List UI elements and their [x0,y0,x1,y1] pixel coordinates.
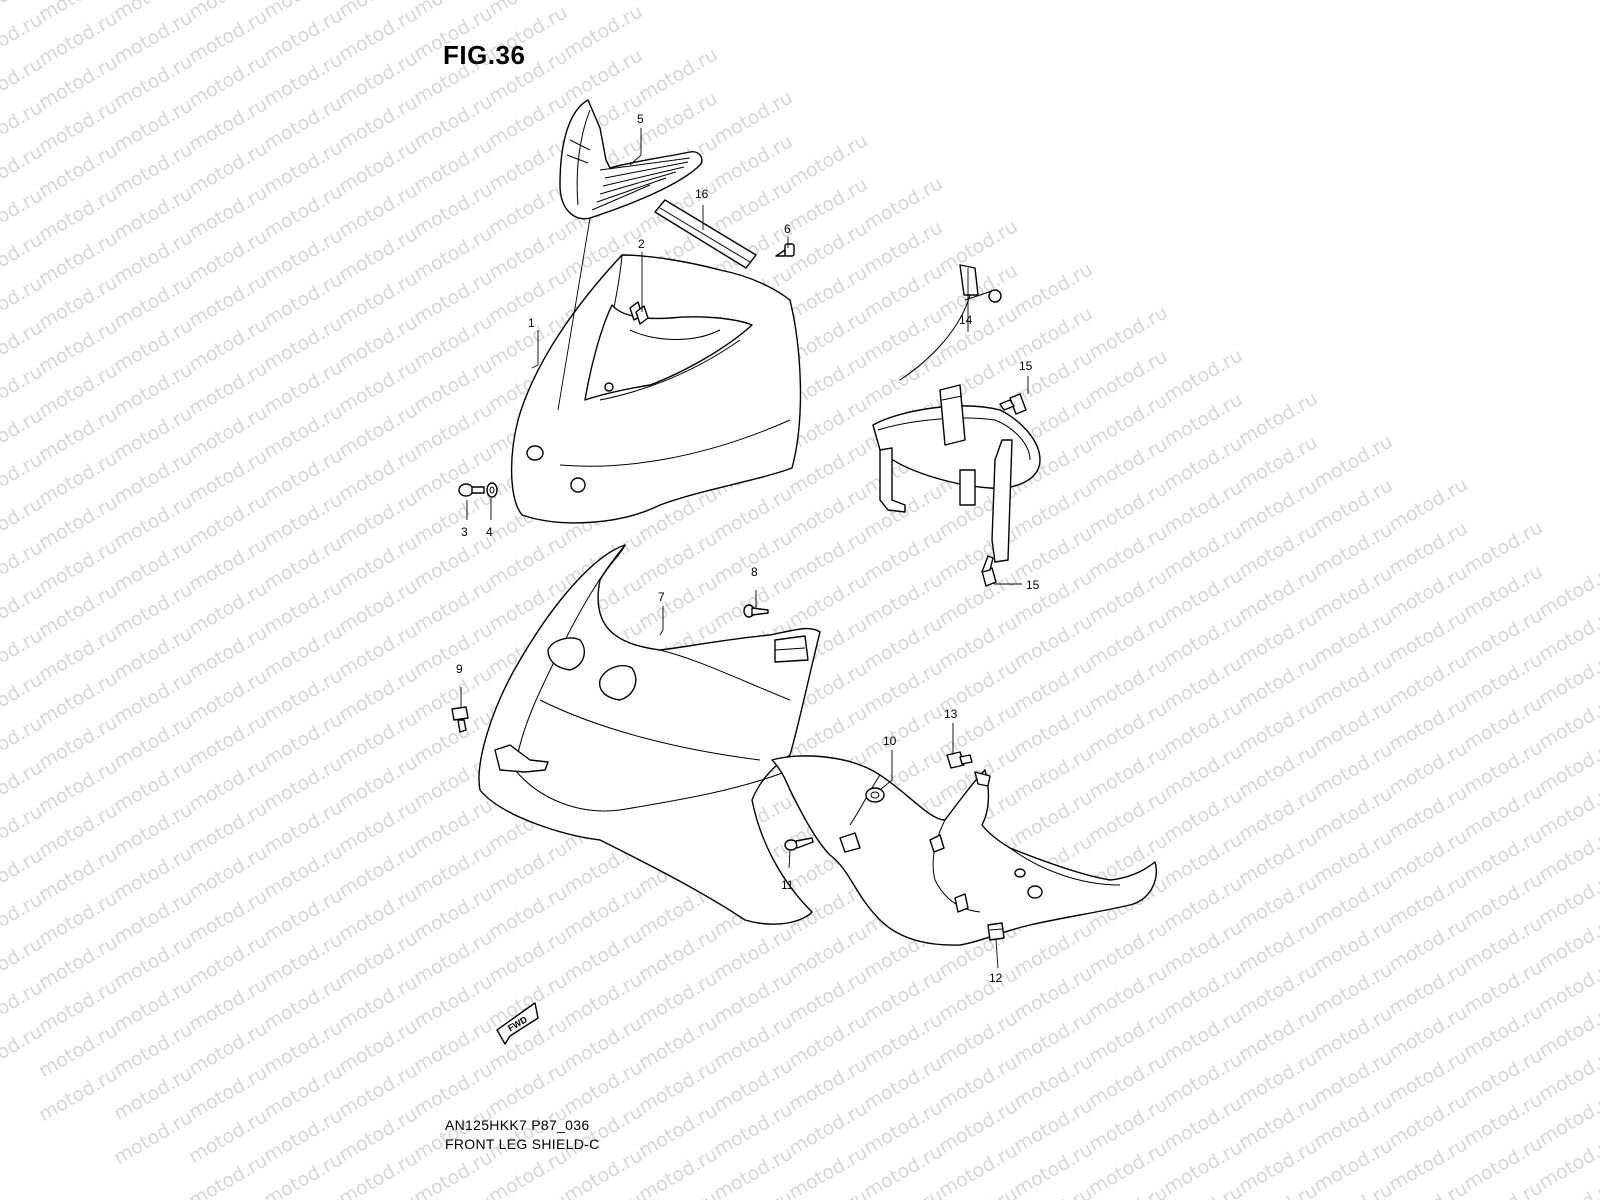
section-name: FRONT LEG SHIELD-C [445,1136,600,1152]
part-14-bracket-assembly[interactable] [872,264,1041,563]
part-10-inner-cover[interactable] [771,755,1157,946]
callout-6: 6 [784,222,791,236]
callout-14: 14 [959,313,973,327]
callout-2: 2 [638,237,645,251]
part-13-bolt[interactable] [946,751,973,769]
callout-12: 12 [989,971,1003,985]
callout-numbers: 1 2 3 4 5 6 7 8 9 10 11 12 13 14 15 15 1… [456,112,1040,985]
model-code: AN125HKK7 P87_036 [445,1117,590,1133]
part-11-screw[interactable] [784,837,814,851]
part-3-bolt[interactable] [458,483,485,497]
callout-7: 7 [658,590,665,604]
callout-10: 10 [883,734,897,748]
part-4-washer[interactable] [486,482,498,498]
part-5-front-grille[interactable] [559,99,703,220]
callout-4: 4 [486,525,493,539]
callout-15-upper: 15 [1019,359,1033,373]
callout-16: 16 [695,187,709,201]
part-12-clip[interactable] [987,922,1005,941]
callout-1: 1 [528,316,535,330]
callout-5: 5 [637,112,644,126]
callout-15-lower: 15 [1026,578,1040,592]
callout-3: 3 [461,525,468,539]
leader-lines [460,128,1029,969]
part-7-front-leg-shield[interactable] [478,544,821,925]
part-15-screw-upper[interactable] [999,393,1027,415]
part-16-strip[interactable] [654,199,757,269]
part-9-fastener[interactable] [451,706,469,733]
fwd-arrow-icon: FWD [496,1002,539,1045]
callout-9: 9 [456,662,463,676]
figure-title: FIG.36 [443,40,526,70]
part-1-front-cover[interactable] [510,254,802,524]
callout-8: 8 [751,565,758,579]
callout-11: 11 [781,878,794,892]
part-15-screw-lower[interactable] [981,555,997,587]
part-6-screw[interactable] [775,243,795,257]
callout-13: 13 [944,707,958,721]
part-8-screw[interactable] [743,604,769,618]
